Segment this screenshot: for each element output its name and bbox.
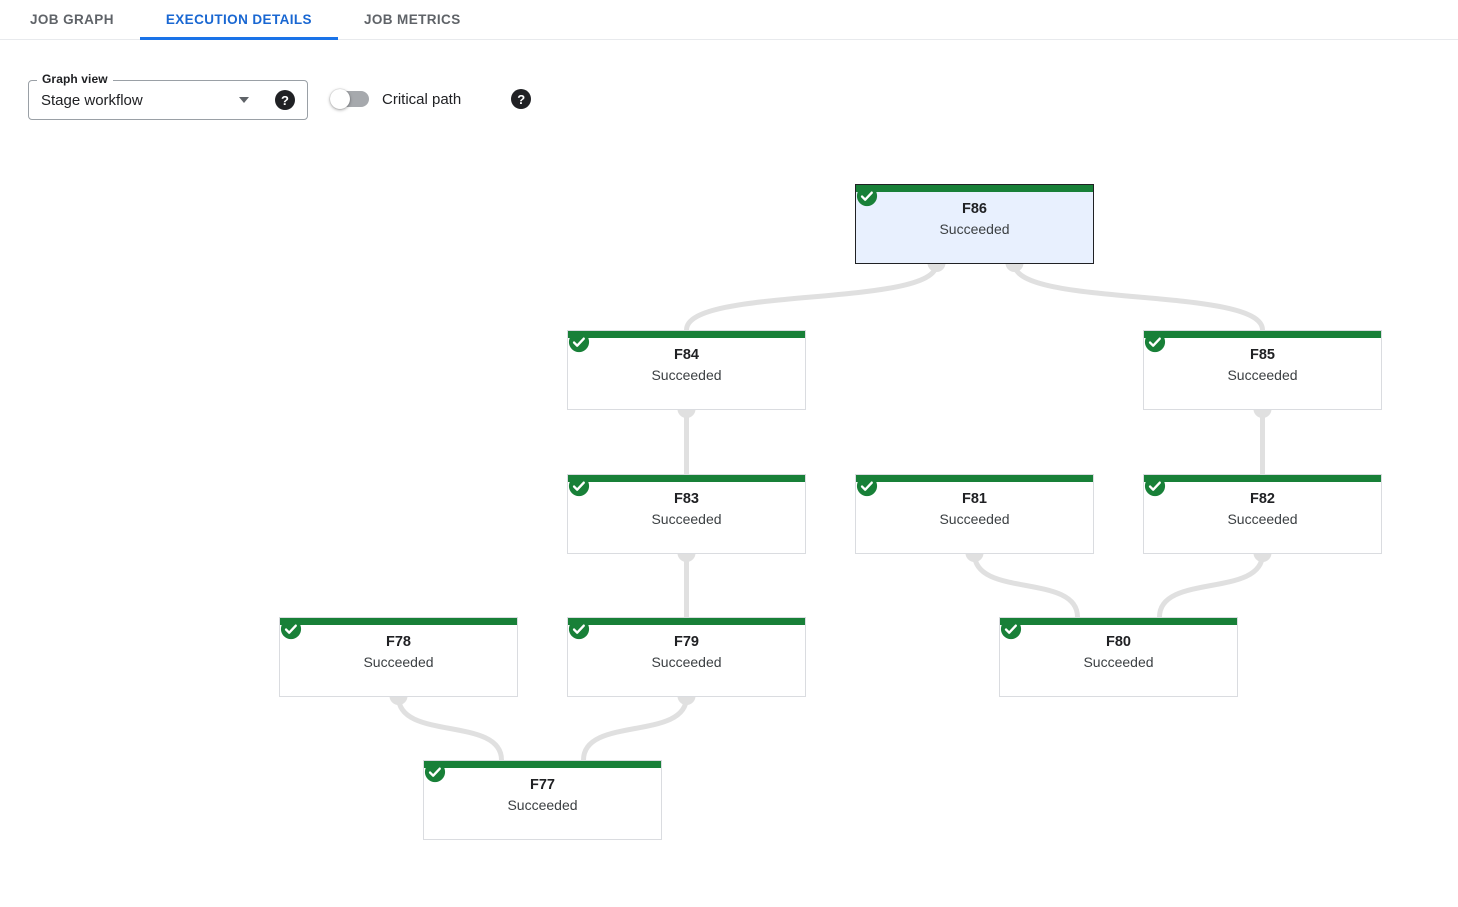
graph-edge-f79-f77 xyxy=(581,696,689,761)
chevron-down-icon[interactable] xyxy=(239,97,249,103)
stage-status: Succeeded xyxy=(651,367,722,383)
stage-name: F84 xyxy=(674,347,699,363)
graph-view-select[interactable]: Graph view Stage workflow ? xyxy=(28,72,308,120)
critical-path-control: Critical path ? xyxy=(330,87,532,111)
toggle-knob[interactable] xyxy=(330,89,350,109)
status-bar xyxy=(568,475,805,482)
status-bar xyxy=(568,618,805,625)
tab-bar: JOB GRAPH EXECUTION DETAILS JOB METRICS xyxy=(0,0,1458,40)
check-circle-icon xyxy=(568,475,590,497)
stage-name: F81 xyxy=(962,491,987,507)
check-circle-icon xyxy=(424,761,446,783)
stage-name: F83 xyxy=(674,491,699,507)
status-bar xyxy=(568,331,805,338)
check-circle-icon xyxy=(568,618,590,640)
stage-status: Succeeded xyxy=(507,797,578,813)
tab-execution-details[interactable]: EXECUTION DETAILS xyxy=(139,0,338,40)
stage-status: Succeeded xyxy=(1083,654,1154,670)
status-bar xyxy=(424,761,661,768)
stage-name: F79 xyxy=(674,634,699,650)
tab-job-graph[interactable]: JOB GRAPH xyxy=(4,0,140,39)
tab-job-metrics-label: JOB METRICS xyxy=(363,12,461,27)
critical-path-label: Critical path xyxy=(382,90,462,108)
stage-status: Succeeded xyxy=(1227,511,1298,527)
stage-status: Succeeded xyxy=(651,654,722,670)
check-circle-icon xyxy=(1144,331,1166,353)
check-circle-icon xyxy=(856,185,878,207)
stage-status: Succeeded xyxy=(363,654,434,670)
stage-name: F85 xyxy=(1250,347,1275,363)
stage-status: Succeeded xyxy=(939,221,1010,237)
check-circle-icon xyxy=(856,475,878,497)
graph-edge-f81-f80 xyxy=(972,553,1080,618)
graph-edge-f86-f85 xyxy=(1012,263,1265,331)
stage-name: F86 xyxy=(962,201,987,217)
critical-path-help-icon[interactable]: ? xyxy=(511,89,532,109)
tab-execution-details-label: EXECUTION DETAILS xyxy=(165,12,312,27)
check-circle-icon xyxy=(280,618,302,640)
status-bar xyxy=(1144,331,1381,338)
stage-name: F82 xyxy=(1250,491,1275,507)
stage-name: F78 xyxy=(386,634,411,650)
status-bar xyxy=(1000,618,1237,625)
graph-edge-f82-f80 xyxy=(1157,553,1265,618)
tab-job-metrics[interactable]: JOB METRICS xyxy=(338,0,487,39)
check-circle-icon xyxy=(1000,618,1022,640)
check-circle-icon xyxy=(568,331,590,353)
status-bar xyxy=(1144,475,1381,482)
check-circle-icon xyxy=(1144,475,1166,497)
graph-edge-f86-f84 xyxy=(684,263,939,331)
graph-edge-f78-f77 xyxy=(396,696,504,761)
stage-status: Succeeded xyxy=(939,511,1010,527)
status-bar xyxy=(280,618,517,625)
stage-name: F80 xyxy=(1106,634,1131,650)
graph-view-help-icon[interactable]: ? xyxy=(275,90,295,110)
stage-name: F77 xyxy=(530,777,555,793)
graph-view-field-label: Graph view xyxy=(37,72,113,86)
status-bar xyxy=(856,475,1093,482)
graph-view-selected-value: Stage workflow xyxy=(41,91,143,109)
stage-status: Succeeded xyxy=(1227,367,1298,383)
stage-status: Succeeded xyxy=(651,511,722,527)
critical-path-toggle[interactable] xyxy=(330,89,370,109)
tab-job-graph-label: JOB GRAPH xyxy=(30,12,114,27)
status-bar xyxy=(856,185,1093,192)
